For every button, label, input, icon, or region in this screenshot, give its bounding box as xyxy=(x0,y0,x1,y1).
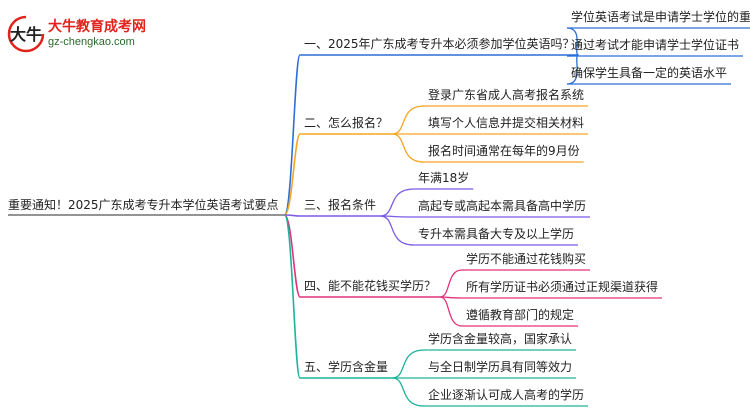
leaf-connector xyxy=(391,105,425,135)
branch-how-to-register: 二、怎么报名？ xyxy=(304,116,389,130)
leaf-node: 遵循教育部门的规定 xyxy=(466,308,575,322)
leaf-node: 专升本需具备大专及以上学历 xyxy=(418,227,575,241)
leaf-connector xyxy=(379,215,415,246)
branch-connector xyxy=(283,133,301,216)
brand-name: 大牛教育成考网 xyxy=(48,19,146,35)
leaf-node: 报名时间通常在每年的9月份 xyxy=(428,144,580,158)
leaf-connector xyxy=(566,54,580,85)
leaf-connector xyxy=(439,269,463,298)
branch-degree-value: 五、学历含金量 xyxy=(304,360,389,374)
brand-logo: 大牛 大牛教育成考网 gz-chengkao.com xyxy=(6,14,166,54)
branch-connector xyxy=(283,214,301,298)
leaf-node: 企业逐渐认可成人高考的学历 xyxy=(428,388,585,402)
branch-buy-degree: 四、能不能花钱买学历？ xyxy=(304,279,437,293)
leaf-node: 学位英语考试是申请学士学位的重要条件 xyxy=(571,10,750,24)
root-topic: 重要通知！2025广东成考专升本学位英语考试要点 xyxy=(8,198,279,212)
branch-connector xyxy=(283,54,301,216)
leaf-node: 高起专或高起本需具备高中学历 xyxy=(418,199,587,213)
branch-conditions: 三、报名条件 xyxy=(304,198,377,212)
leaf-connector xyxy=(379,188,415,217)
leaf-connector xyxy=(391,133,425,163)
branch-connector xyxy=(283,214,301,379)
svg-text:大牛: 大牛 xyxy=(10,25,42,44)
leaf-connector xyxy=(439,296,463,327)
leaf-node: 所有学历证书必须通过正规渠道获得 xyxy=(466,280,659,294)
branch-required: 一、2025年广东成考专升本必须参加学位英语吗？ xyxy=(304,37,575,51)
leaf-connector xyxy=(391,349,425,379)
leaf-node: 年满18岁 xyxy=(418,171,470,185)
leaf-node: 通过考试才能申请学士学位证书 xyxy=(571,38,740,52)
logo-mark-icon: 大牛 xyxy=(7,15,45,53)
leaf-connector xyxy=(566,27,580,56)
leaf-node: 学历含金量较高，国家承认 xyxy=(428,332,573,346)
leaf-node: 与全日制学历具有同等效力 xyxy=(428,360,573,374)
leaf-node: 确保学生具备一定的英语水平 xyxy=(571,66,728,80)
brand-url: gz-chengkao.com xyxy=(48,36,135,48)
leaf-connector xyxy=(391,377,425,407)
branch-connector xyxy=(284,214,301,217)
leaf-node: 学历不能通过花钱购买 xyxy=(466,252,587,266)
leaf-node: 填写个人信息并提交相关材料 xyxy=(428,116,585,130)
leaf-node: 登录广东省成人高考报名系统 xyxy=(428,88,585,102)
